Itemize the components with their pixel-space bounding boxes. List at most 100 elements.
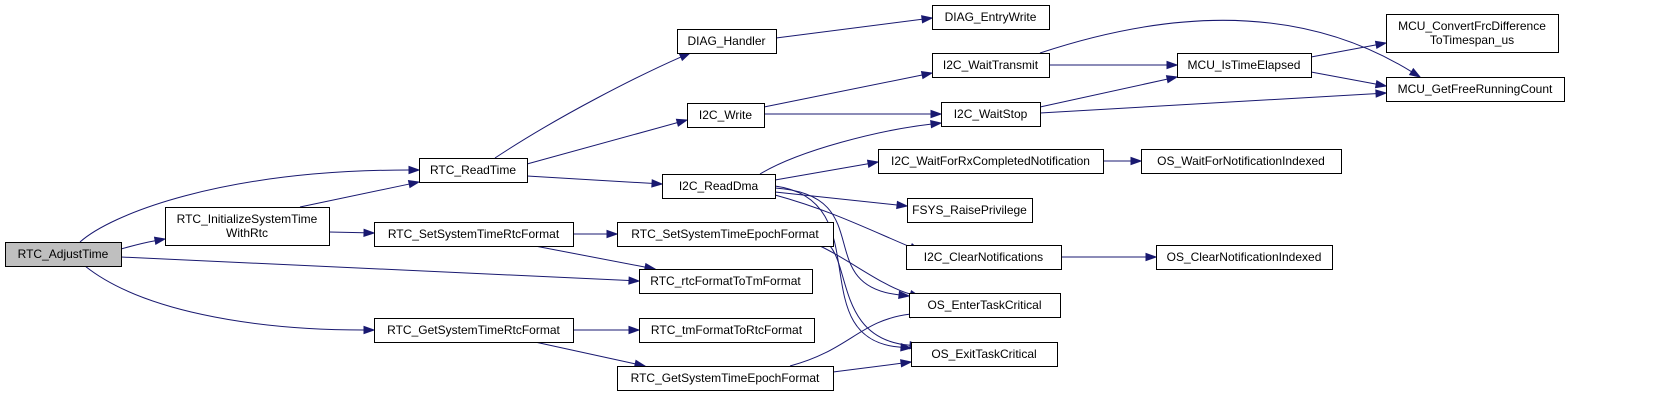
node-label: I2C_WaitTransmit [943,58,1039,72]
edge-line [1310,44,1377,58]
node-waittx[interactable]: I2C_WaitTransmit [932,53,1050,78]
edge-i2cwrite-to-waittx-arrowhead [920,70,934,80]
node-label: OS_WaitForNotificationIndexed [1157,154,1325,168]
node-label: OS_EnterTaskCritical [927,298,1041,312]
node-getrtc[interactable]: RTC_GetSystemTimeRtcFormat [374,318,574,343]
node-label: MCU_ConvertFrcDifference [1398,19,1546,33]
edge-i2creaddma-to-raisepriv [774,191,909,210]
edge-getepoch-to-exitcrit [832,359,913,373]
edge-line [819,245,911,295]
node-tmfmt2rtc[interactable]: RTC_tmFormatToRtcFormat [639,318,815,343]
edge-initsys-to-readtime-arrowhead [407,180,421,189]
node-label: I2C_ClearNotifications [924,250,1043,264]
node-box [932,53,1050,78]
edge-line [120,240,156,250]
node-adjust[interactable]: RTC_AdjustTime [5,242,122,267]
edge-adjust-to-rtcfmt2tm-arrowhead [628,276,641,285]
edge-i2creaddma-to-exitcrit [774,185,913,352]
node-box [662,174,776,199]
edge-waittx-to-istimeelapsed [1049,60,1179,70]
node-setepoch[interactable]: RTC_SetSystemTimeEpochFormat [617,222,834,247]
edge-readtime-to-i2cwrite [526,118,689,165]
node-raisepriv[interactable]: FSYS_RaisePrivilege [907,198,1033,223]
node-waitrx[interactable]: I2C_WaitForRxCompletedNotification [878,149,1104,174]
node-box [878,149,1104,174]
node-rtcfmt2tm[interactable]: RTC_rtcFormatToTmFormat [639,269,813,294]
edge-adjust-to-getrtc-arrowhead [363,325,376,335]
edge-line [1039,78,1168,108]
edge-line [494,56,682,159]
edge-adjust-to-readtime [79,165,421,243]
node-freerun[interactable]: MCU_GetFreeRunningCount [1386,77,1565,102]
node-label: RTC_SetSystemTimeRtcFormat [388,227,560,241]
edge-line [1310,71,1377,85]
edge-line [774,185,902,348]
node-label: FSYS_RaisePrivilege [912,203,1027,217]
edge-line [774,187,900,296]
edge-readtime-to-i2cwrite-arrowhead [675,118,689,127]
node-label: OS_ExitTaskCritical [931,347,1036,361]
node-box [907,198,1033,223]
node-osclearnotif[interactable]: OS_ClearNotificationIndexed [1156,245,1333,270]
edge-getrtc-to-tmfmt2rtc-arrowhead [628,325,641,335]
node-i2cwrite[interactable]: I2C_Write [687,103,765,128]
edge-line [774,194,911,248]
node-box [374,222,574,247]
edge-adjust-to-rtcfmt2tm [120,256,641,285]
edge-readtime-to-diaghandler [494,52,692,159]
node-getepoch[interactable]: RTC_GetSystemTimeEpochFormat [617,366,834,391]
node-label: DIAG_Handler [687,34,765,48]
edge-istimeelapsed-to-freerun [1310,71,1388,89]
edge-line [774,163,869,181]
node-entercrit[interactable]: OS_EnterTaskCritical [909,293,1061,318]
node-setrtc[interactable]: RTC_SetSystemTimeRtcFormat [374,222,574,247]
node-box [906,245,1062,270]
edge-line [534,245,646,268]
node-label: RTC_GetSystemTimeEpochFormat [631,371,820,385]
edge-i2creaddma-to-exitcrit-arrowhead [900,343,913,352]
edge-line [789,313,911,367]
node-waitstop[interactable]: I2C_WaitStop [941,102,1041,127]
edge-line [84,265,365,331]
edge-i2creaddma-to-entercrit [774,187,911,300]
edge-istimeelapsed-to-convertfrc [1310,40,1388,58]
node-osnotifwait[interactable]: OS_WaitForNotificationIndexed [1141,149,1342,174]
edge-adjust-to-initsys-arrowhead [153,236,167,245]
edge-setrtc-to-rtcfmt2tm [534,245,657,272]
node-box [687,103,765,128]
node-label: I2C_WaitStop [954,107,1028,121]
node-diaghandler[interactable]: DIAG_Handler [677,29,777,54]
node-box [941,102,1041,127]
edge-istimeelapsed-to-convertfrc-arrowhead [1374,40,1388,50]
edge-diaghandler-to-diagentry [775,15,934,39]
edge-getrtc-to-getepoch [534,341,647,368]
edge-waittx-to-freerun [1039,19,1422,78]
node-diagentry[interactable]: DIAG_EntryWrite [932,5,1050,30]
node-clearnotif[interactable]: I2C_ClearNotifications [906,245,1062,270]
node-label: RTC_AdjustTime [18,247,109,261]
edge-i2creaddma-to-entercrit-arrowhead [898,290,911,300]
edge-setrtc-to-setepoch [573,229,619,239]
edge-line [328,231,365,234]
edge-waitstop-to-freerun [1039,89,1388,114]
node-readtime[interactable]: RTC_ReadTime [419,158,528,183]
edge-i2creaddma-to-waitrx-arrowhead [866,159,880,168]
edge-istimeelapsed-to-freerun-arrowhead [1374,79,1388,89]
edge-clearnotif-to-osclearnotif [1060,252,1158,262]
node-box [639,318,815,343]
edge-waitstop-to-istimeelapsed [1039,75,1179,108]
edge-waitrx-to-osnotifwait-arrowhead [1130,156,1143,166]
node-istimeelapsed[interactable]: MCU_IsTimeElapsed [1177,53,1312,78]
edge-i2creaddma-to-raisepriv-arrowhead [896,200,909,210]
edge-readtime-to-diaghandler-arrowhead [678,52,692,62]
edge-line [829,245,911,346]
edge-waitstop-to-freerun-arrowhead [1375,89,1388,98]
node-exitcrit[interactable]: OS_ExitTaskCritical [911,342,1058,367]
node-box [677,29,777,54]
node-box [1386,77,1565,102]
edge-line [759,123,932,175]
edge-setrtc-to-setepoch-arrowhead [606,229,619,239]
node-i2creaddma[interactable]: I2C_ReadDma [662,174,776,199]
